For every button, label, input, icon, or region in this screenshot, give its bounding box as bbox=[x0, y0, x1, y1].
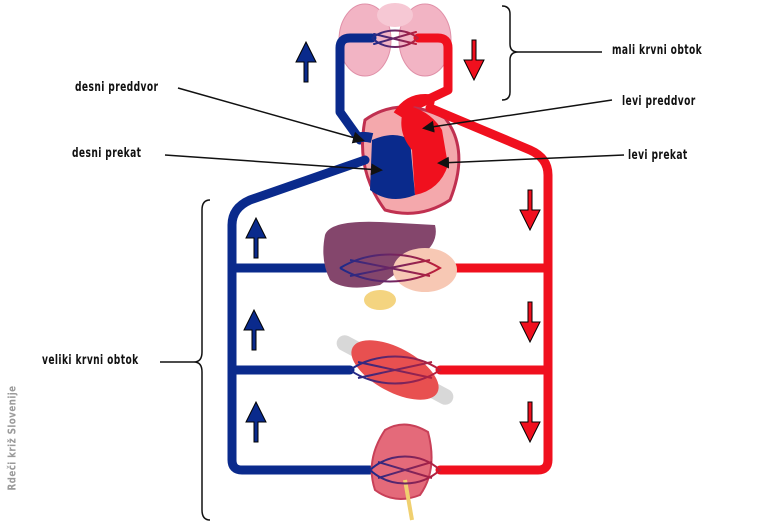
label-veliki-krvni-obtok: veliki krvni obtok bbox=[42, 353, 139, 368]
capillary-beds bbox=[339, 253, 442, 485]
red-down-arrow-icon bbox=[463, 39, 485, 82]
pulmonary-vessels bbox=[335, 29, 453, 145]
blue-up-arrow-icon bbox=[245, 400, 267, 443]
watermark-text: Rdeči križ Slovenije bbox=[5, 384, 19, 491]
label-levi-prekat: levi prekat bbox=[628, 148, 688, 163]
blue-up-arrow-icon bbox=[295, 40, 317, 83]
leader-lines bbox=[164, 87, 625, 176]
kidney-icon bbox=[370, 423, 433, 521]
red-down-arrow-icon bbox=[519, 401, 541, 444]
red-down-arrow-icon bbox=[519, 189, 541, 232]
watermark: Rdeči križ Slovenije bbox=[0, 355, 24, 520]
blue-up-arrow-icon bbox=[245, 216, 267, 259]
label-mali-krvni-obtok: mali krvni obtok bbox=[612, 43, 703, 58]
red-down-arrow-icon bbox=[519, 301, 541, 344]
label-levi-preddvor: levi preddvor bbox=[622, 94, 696, 109]
systemic-brace bbox=[160, 199, 211, 521]
label-desni-preddvor: desni preddvor bbox=[75, 80, 159, 95]
flow-arrows bbox=[243, 39, 541, 444]
pulmonary-brace bbox=[501, 5, 602, 101]
blue-up-arrow-icon bbox=[243, 308, 265, 351]
systemic-vessels bbox=[227, 103, 553, 475]
heart-icon bbox=[351, 94, 461, 215]
label-desni-prekat: desni prekat bbox=[72, 146, 142, 161]
